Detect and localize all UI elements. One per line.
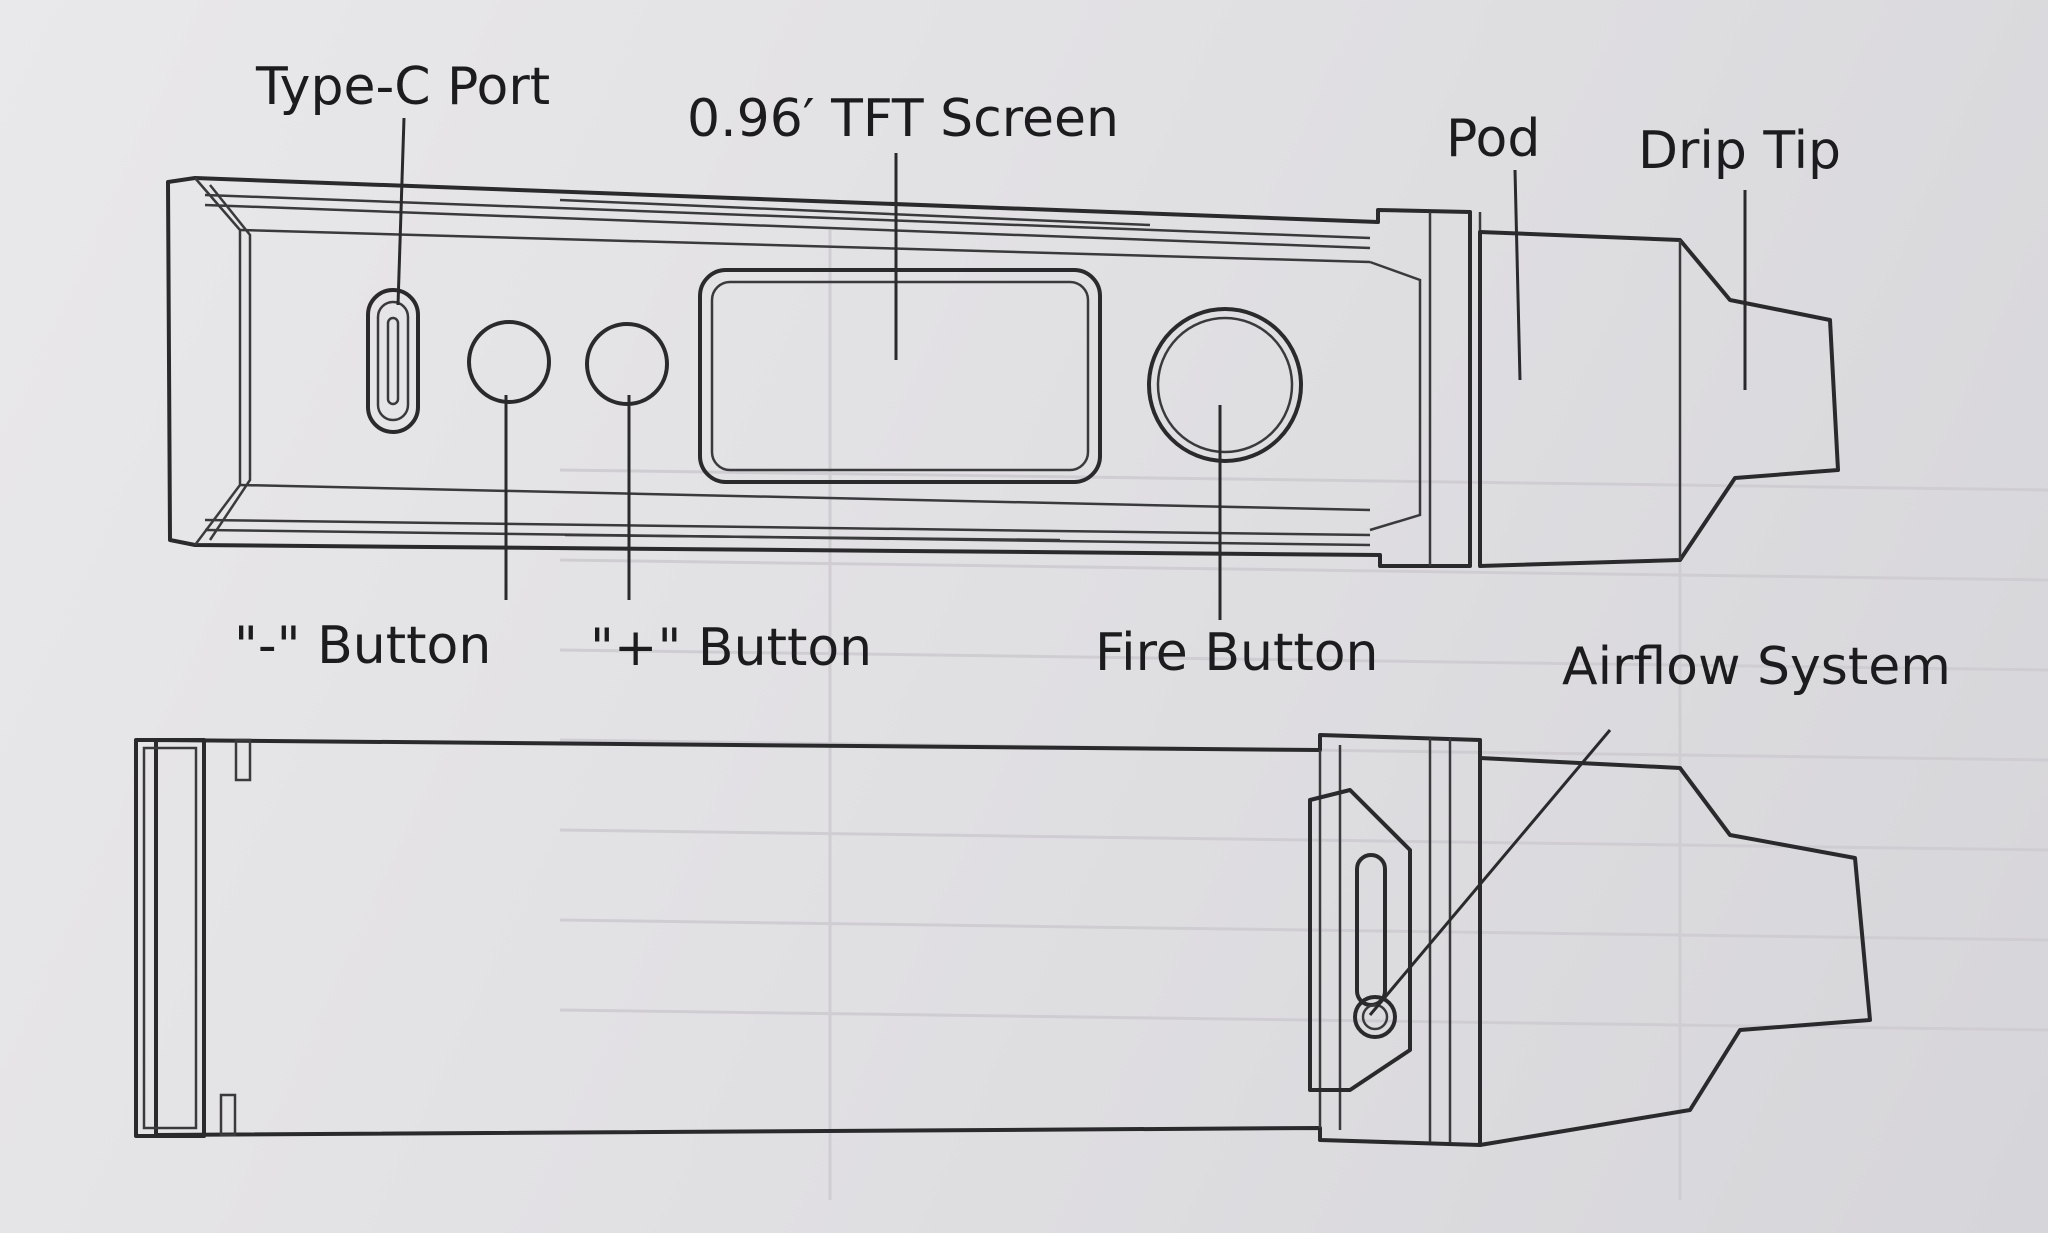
side-pod-drip-tip-outline <box>1478 756 1872 1147</box>
airflow-system-label: Airflow System <box>1562 637 1951 697</box>
pod-label: Pod <box>1446 109 1540 169</box>
minus-button-label: "-" Button <box>234 616 491 676</box>
show-through-background <box>559 230 2048 1200</box>
side-body-outline <box>154 733 1482 1147</box>
tft-screen-label: 0.96′ TFT Screen <box>687 89 1119 149</box>
front-view <box>166 176 1840 568</box>
type-c-port <box>366 288 420 434</box>
leader-lines <box>396 117 1747 1016</box>
airflow-panel <box>1308 788 1412 1092</box>
fire-button-label: Fire Button <box>1095 623 1379 683</box>
side-view <box>134 733 1872 1147</box>
device-body-outline <box>166 176 1472 568</box>
drip-tip-label: Drip Tip <box>1638 121 1841 181</box>
tft-screen <box>698 268 1102 484</box>
minus-button-shape <box>467 320 551 404</box>
plus-button-shape <box>585 322 669 406</box>
pod-drip-tip-outline <box>1478 230 1840 568</box>
fire-button-shape <box>1147 307 1303 463</box>
plus-button-label: "+" Button <box>590 618 872 678</box>
type-c-port-label: Type-C Port <box>255 57 550 117</box>
